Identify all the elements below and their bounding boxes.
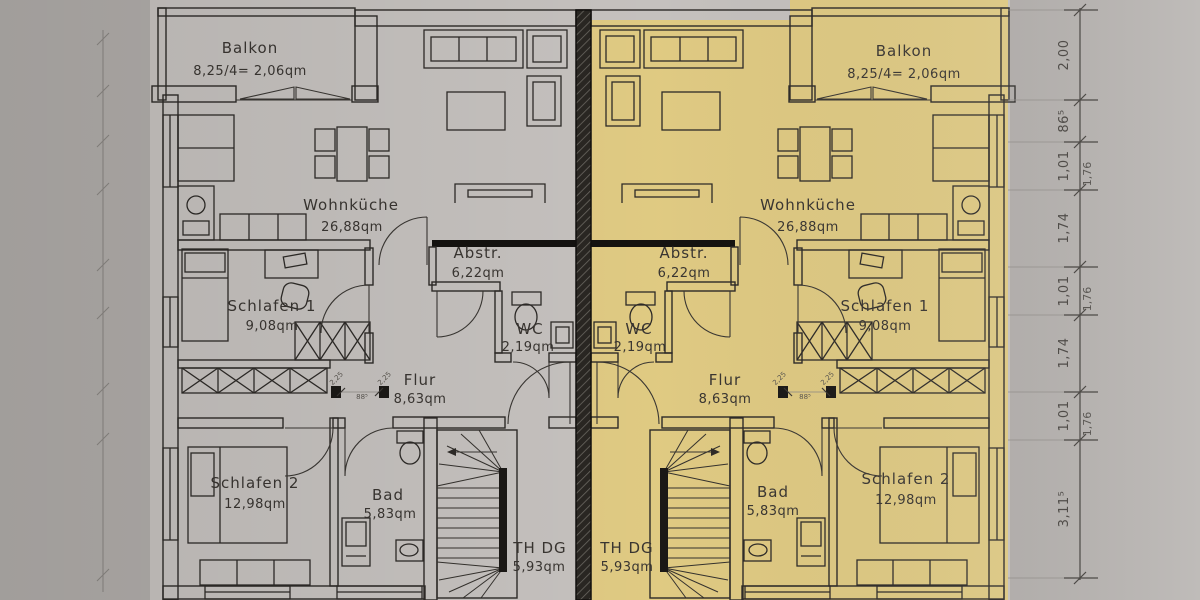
floorplan-photo: Balkon 8,25/4= 2,06qm Wohnküche 26,88qm … bbox=[0, 0, 1200, 600]
floorplan-canvas: Balkon 8,25/4= 2,06qm Wohnküche 26,88qm … bbox=[0, 0, 1200, 600]
photo-shading bbox=[0, 0, 1200, 600]
